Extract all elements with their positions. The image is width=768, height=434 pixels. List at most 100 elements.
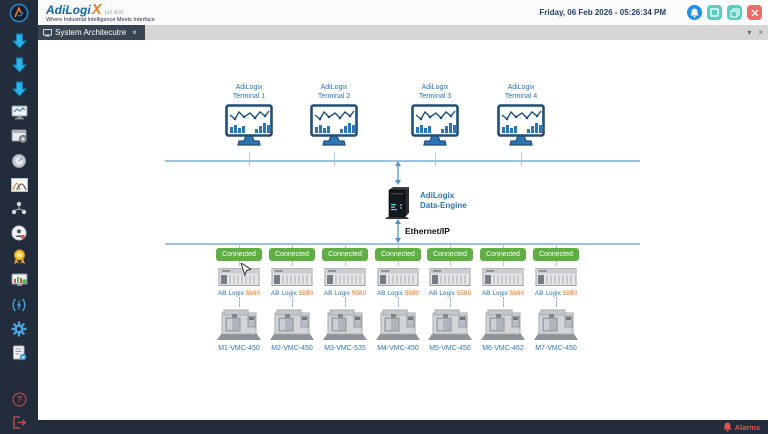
data-engine-server-icon[interactable] bbox=[384, 185, 412, 219]
app-version: (v2.4.0) bbox=[104, 9, 124, 16]
window-gear-icon[interactable] bbox=[10, 128, 28, 145]
terminal-label: AdiLogix bbox=[235, 84, 263, 91]
machine-node-7: Connected AB Logix 5580 M7-VMC-450 bbox=[530, 243, 582, 352]
app-logo[interactable] bbox=[0, 0, 38, 25]
alarm-bell-icon bbox=[722, 422, 732, 432]
tab-close-all-icon[interactable]: × bbox=[758, 28, 763, 37]
plc-icon[interactable] bbox=[324, 266, 366, 288]
plc-label: AB Logix 5580 bbox=[428, 290, 472, 297]
machine-node-6: Connected AB Logix 5580 M6-VMC-462 bbox=[477, 243, 529, 352]
sidebar-bottom: ? bbox=[10, 391, 28, 434]
plc-label: AB Logix 5580 bbox=[376, 290, 420, 297]
alarms-label[interactable]: Alarms bbox=[734, 422, 760, 432]
plc-icon[interactable] bbox=[535, 266, 577, 288]
tab-controls: ▾ × bbox=[747, 25, 763, 40]
mouse-cursor bbox=[240, 263, 251, 277]
distribution-chart-icon[interactable] bbox=[10, 176, 28, 193]
monitor-health-icon[interactable] bbox=[10, 272, 28, 289]
tab-bar: System Architecutre × ▾ × bbox=[38, 25, 768, 40]
monitor-icon bbox=[497, 103, 545, 146]
bus-engine-arrow bbox=[395, 161, 401, 185]
machine-id-label: M3-VMC-535 bbox=[324, 345, 366, 352]
plc-icon[interactable] bbox=[271, 266, 313, 288]
machine-id-label: M2-VMC-450 bbox=[271, 345, 313, 352]
api-icon[interactable] bbox=[10, 296, 28, 313]
connected-badge[interactable]: Connected bbox=[269, 248, 315, 261]
cnc-machine-icon[interactable] bbox=[322, 307, 368, 343]
import-arrow-icon-1[interactable] bbox=[10, 32, 28, 49]
cnc-machine-icon[interactable] bbox=[269, 307, 315, 343]
connected-badge[interactable]: Connected bbox=[427, 248, 473, 261]
cnc-machine-icon[interactable] bbox=[480, 307, 526, 343]
adilogix-logo-icon bbox=[9, 3, 29, 22]
tab-overflow-icon[interactable]: ▾ bbox=[747, 28, 752, 37]
machine-node-1: Connected AB Logix 5580 bbox=[213, 243, 265, 352]
terminal-connector bbox=[520, 152, 522, 166]
logout-icon[interactable] bbox=[10, 414, 28, 431]
tab-close-icon[interactable]: × bbox=[132, 28, 137, 37]
help-icon[interactable]: ? bbox=[10, 391, 28, 408]
connected-badge[interactable]: Connected bbox=[533, 248, 579, 261]
plc-icon[interactable] bbox=[482, 266, 524, 288]
plc-icon[interactable] bbox=[218, 266, 260, 288]
terminal-connector bbox=[333, 152, 335, 166]
user-badge-icon[interactable] bbox=[10, 224, 28, 241]
notification-bell-icon[interactable] bbox=[687, 5, 702, 20]
report-icon[interactable] bbox=[10, 344, 28, 361]
plc-icon[interactable] bbox=[377, 266, 419, 288]
import-arrow-icon-2[interactable] bbox=[10, 56, 28, 73]
machine-node-5: Connected AB Logix 5580 M5-VMC-450 bbox=[424, 243, 476, 352]
machine-node-2: Connected AB Logix 5580 M2-VMC-450 bbox=[266, 243, 318, 352]
close-icon[interactable] bbox=[747, 5, 762, 20]
restore-icon[interactable] bbox=[727, 5, 742, 20]
connected-badge[interactable]: Connected bbox=[480, 248, 526, 261]
settings-gear-icon[interactable] bbox=[10, 320, 28, 337]
connected-badge[interactable]: Connected bbox=[375, 248, 421, 261]
cnc-machine-icon[interactable] bbox=[427, 307, 473, 343]
award-icon[interactable] bbox=[10, 248, 28, 265]
cnc-machine-icon[interactable] bbox=[216, 307, 262, 343]
plc-label: AB Logix 5580 bbox=[534, 290, 578, 297]
machine-node-3: Connected AB Logix 5580 M3-VMC-535 bbox=[319, 243, 371, 352]
machine-node-4: Connected AB Logix 5580 M4-VMC-450 bbox=[372, 243, 424, 352]
machine-id-label: M7-VMC-450 bbox=[535, 345, 577, 352]
cnc-machine-icon[interactable] bbox=[533, 307, 579, 343]
connected-badge[interactable]: Connected bbox=[216, 248, 262, 261]
plc-icon[interactable] bbox=[429, 266, 471, 288]
sidebar-icon-list bbox=[10, 25, 28, 391]
plc-label: AB Logix 5580 bbox=[481, 290, 525, 297]
header-right: Friday, 06 Feb 2026 - 05:26:34 PM bbox=[539, 5, 762, 20]
monitor-icon bbox=[310, 103, 358, 146]
monitor-icon bbox=[411, 103, 459, 146]
cnc-machine-icon[interactable] bbox=[375, 307, 421, 343]
hierarchy-icon[interactable] bbox=[10, 200, 28, 217]
datetime-label: Friday, 06 Feb 2026 - 05:26:34 PM bbox=[539, 8, 666, 17]
status-bar: Alarms bbox=[38, 420, 768, 434]
protocol-label: Ethernet/IP bbox=[405, 226, 450, 236]
machine-id-label: M6-VMC-462 bbox=[482, 345, 524, 352]
machine-id-label: M1-VMC-450 bbox=[218, 345, 260, 352]
app-tagline: Where Industrial Intelligence Meets Inte… bbox=[46, 16, 155, 23]
machine-id-label: M4-VMC-450 bbox=[377, 345, 419, 352]
tab-system-architecture[interactable]: System Architecutre × bbox=[38, 25, 145, 40]
gauge-icon[interactable] bbox=[10, 152, 28, 169]
monitor-icon bbox=[225, 103, 273, 146]
connected-badge[interactable]: Connected bbox=[322, 248, 368, 261]
import-arrow-icon-3[interactable] bbox=[10, 80, 28, 97]
tab-monitor-icon bbox=[43, 28, 52, 36]
terminal-connector bbox=[434, 152, 436, 166]
terminal-bus-line bbox=[165, 160, 640, 162]
monitor-chart-icon[interactable] bbox=[10, 104, 28, 121]
maximize-icon[interactable] bbox=[707, 5, 722, 20]
plc-label: AB Logix 5580 bbox=[270, 290, 314, 297]
app-name-accent: X bbox=[91, 0, 102, 18]
